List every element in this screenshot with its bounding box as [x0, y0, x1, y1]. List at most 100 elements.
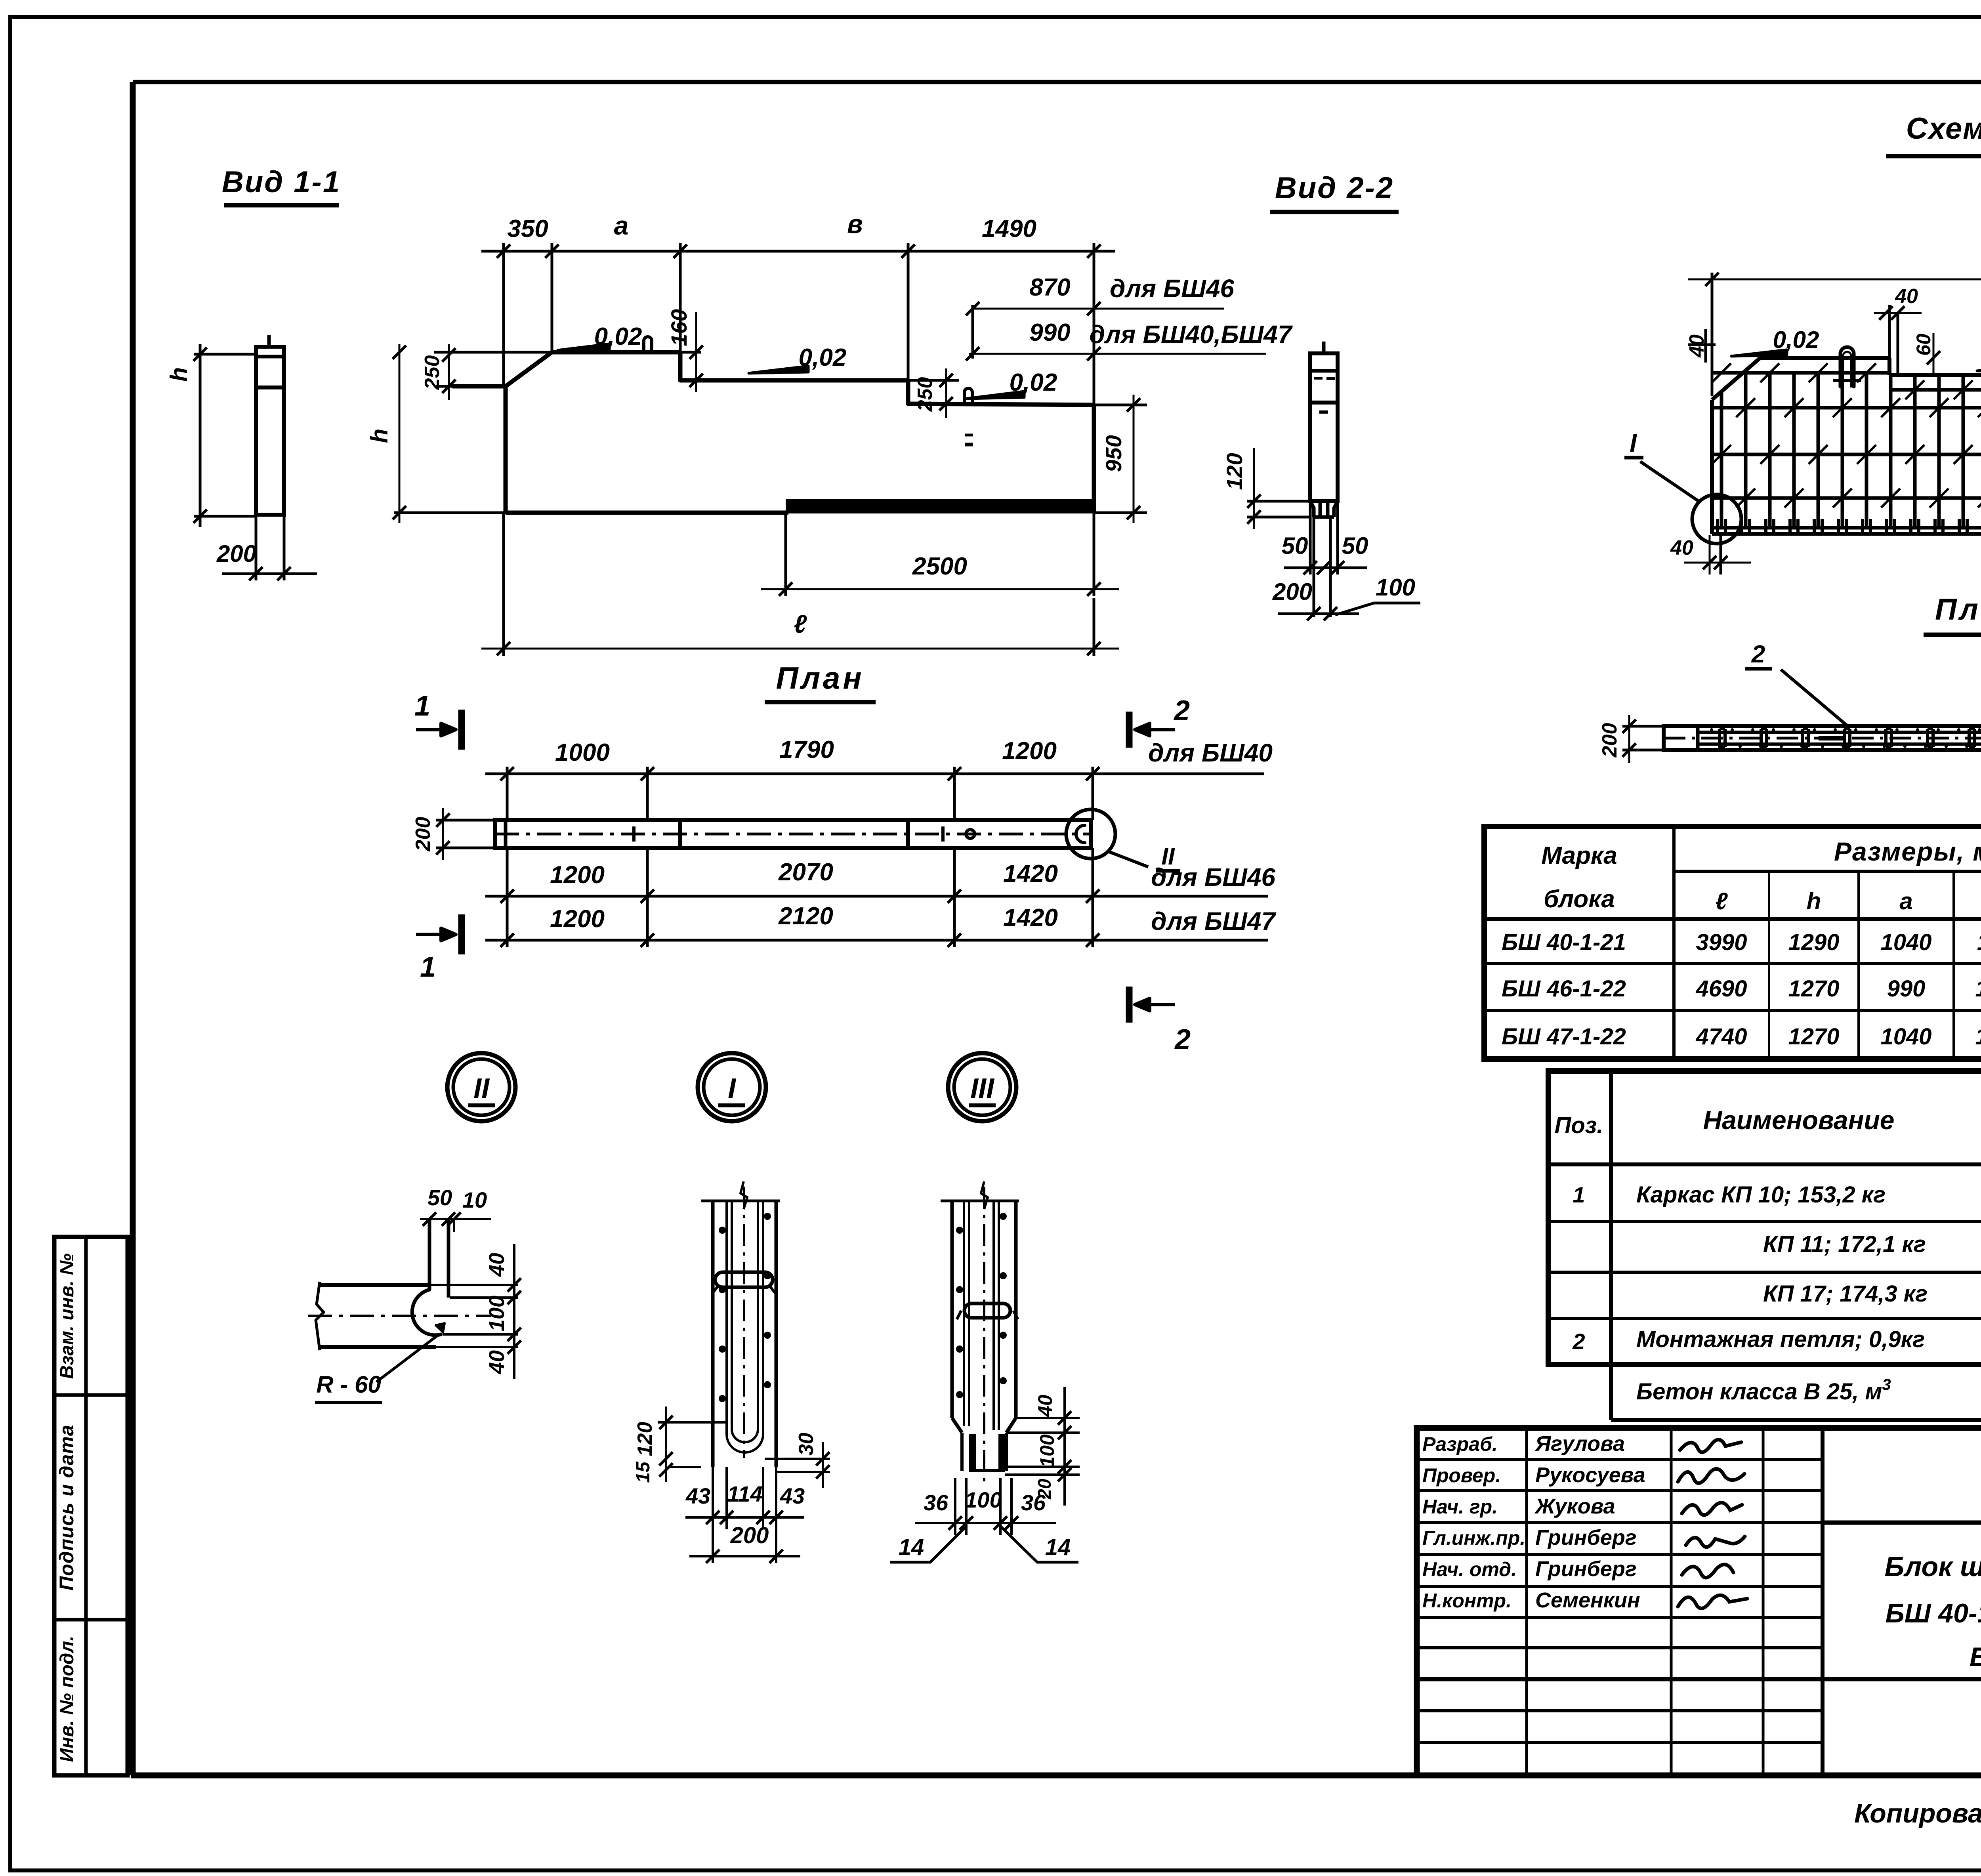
svg-text:120: 120 [634, 1422, 657, 1456]
svg-text:50: 50 [1342, 532, 1368, 559]
svg-text:Нач. отд.: Нач. отд. [1422, 1558, 1517, 1580]
svg-text:1200: 1200 [550, 905, 605, 933]
svg-text:Наименование: Наименование [1703, 1105, 1895, 1135]
svg-text:250: 250 [914, 377, 937, 412]
svg-text:Вид 2-2: Вид 2-2 [1275, 171, 1394, 205]
svg-text:БШ 46-1-22: БШ 46-1-22 [1502, 976, 1626, 1002]
svg-text:40: 40 [1895, 285, 1918, 308]
svg-text:для БШ40: для БШ40 [1148, 739, 1273, 767]
svg-text:1290: 1290 [1788, 929, 1839, 955]
svg-text:14: 14 [899, 1534, 924, 1560]
svg-text:План: План [1935, 593, 1981, 626]
svg-text:КП 17; 174,3 кг: КП 17; 174,3 кг [1763, 1281, 1928, 1307]
svg-text:Каркас КП 10; 153,2 кг: Каркас КП 10; 153,2 кг [1636, 1182, 1886, 1208]
svg-text:I: I [1630, 429, 1637, 457]
svg-text:1200: 1200 [550, 861, 605, 889]
svg-text:1270: 1270 [1788, 1024, 1839, 1050]
svg-text:Бетон класса В 25, м3: Бетон класса В 25, м3 [1636, 1376, 1891, 1405]
svg-text:1: 1 [420, 951, 436, 983]
svg-text:блока: блока [1544, 886, 1615, 913]
svg-text:1: 1 [1573, 1182, 1585, 1207]
svg-text:36: 36 [924, 1490, 949, 1515]
svg-text:Вид 1-1: Вид 1-1 [222, 165, 341, 199]
svg-text:3990: 3990 [1696, 929, 1747, 955]
svg-text:ℓ: ℓ [794, 610, 807, 638]
svg-text:для БШ46: для БШ46 [1151, 863, 1275, 891]
svg-text:для БШ40,БШ47: для БШ40,БШ47 [1090, 320, 1293, 349]
svg-text:R - 60: R - 60 [316, 1371, 381, 1398]
svg-text:114: 114 [727, 1481, 762, 1506]
svg-text:20: 20 [1034, 1479, 1055, 1500]
svg-text:БШ 40-1-21, БШ 46-1-22,: БШ 40-1-21, БШ 46-1-22, [1886, 1598, 1981, 1628]
svg-text:1420: 1420 [1003, 904, 1058, 931]
svg-text:БШ 47-1-22: БШ 47-1-22 [1970, 1642, 1981, 1672]
svg-text:950: 950 [1101, 435, 1126, 472]
svg-text:200: 200 [1272, 578, 1312, 605]
svg-text:для БШ46: для БШ46 [1110, 274, 1234, 303]
svg-text:Ягулова: Ягулова [1534, 1432, 1625, 1456]
svg-text:Монтажная петля; 0,9кг: Монтажная петля; 0,9кг [1636, 1326, 1925, 1352]
svg-text:30: 30 [795, 1433, 818, 1456]
svg-text:36: 36 [1021, 1490, 1046, 1515]
svg-text:h: h [366, 429, 393, 443]
svg-text:1000: 1000 [555, 739, 610, 766]
svg-text:2070: 2070 [778, 859, 833, 886]
svg-text:4740: 4740 [1695, 1024, 1747, 1050]
svg-text:40: 40 [485, 1253, 509, 1277]
svg-text:40: 40 [485, 1350, 509, 1374]
svg-text:КП 11; 172,1 кг: КП 11; 172,1 кг [1763, 1231, 1926, 1257]
svg-text:2: 2 [1572, 1329, 1585, 1354]
svg-text:1270: 1270 [1788, 976, 1839, 1002]
svg-text:Жукова: Жукова [1534, 1494, 1615, 1518]
svg-text:в: в [847, 209, 863, 239]
svg-text:III: III [970, 1073, 995, 1105]
svg-text:60: 60 [1912, 334, 1935, 356]
svg-text:50: 50 [427, 1185, 452, 1210]
svg-text:Семенкин: Семенкин [1535, 1588, 1640, 1612]
svg-text:200: 200 [730, 1523, 769, 1548]
svg-text:100: 100 [1376, 574, 1415, 601]
svg-text:h: h [1807, 888, 1821, 914]
svg-text:1040: 1040 [1880, 1024, 1931, 1050]
svg-text:40: 40 [1034, 1395, 1056, 1417]
svg-text:100: 100 [1036, 1434, 1058, 1468]
svg-text:Схема армирования: Схема армирования [1906, 112, 1981, 145]
svg-text:1860: 1860 [1975, 976, 1981, 1002]
svg-text:Н.контр.: Н.контр. [1422, 1590, 1512, 1612]
svg-text:1420: 1420 [1003, 860, 1058, 887]
svg-text:План: План [776, 660, 864, 695]
svg-text:a: a [614, 211, 629, 240]
svg-text:870: 870 [1029, 274, 1070, 301]
svg-text:100: 100 [965, 1487, 1002, 1512]
svg-text:2: 2 [1174, 1024, 1191, 1055]
svg-text:1040: 1040 [1880, 929, 1931, 955]
svg-text:0,02: 0,02 [1773, 326, 1819, 353]
svg-text:1200: 1200 [1002, 737, 1057, 765]
svg-text:1860: 1860 [1975, 1024, 1981, 1050]
svg-text:I: I [728, 1073, 737, 1105]
svg-text:Разраб.: Разраб. [1422, 1433, 1498, 1455]
svg-text:2120: 2120 [778, 903, 833, 930]
svg-text:1: 1 [414, 690, 430, 722]
svg-text:50: 50 [1282, 532, 1308, 559]
svg-text:БШ 47-1-22: БШ 47-1-22 [1502, 1024, 1626, 1050]
svg-text:для БШ47: для БШ47 [1151, 907, 1277, 935]
svg-text:Марка: Марка [1541, 842, 1617, 869]
svg-text:a: a [1899, 888, 1912, 914]
svg-text:14: 14 [1045, 1534, 1071, 1560]
svg-text:0,02: 0,02 [1010, 369, 1057, 396]
svg-text:250: 250 [421, 355, 444, 390]
svg-text:Нач. гр.: Нач. гр. [1422, 1496, 1498, 1518]
svg-text:120: 120 [1222, 453, 1247, 490]
svg-text:h: h [166, 367, 192, 382]
svg-text:200: 200 [216, 540, 256, 567]
svg-text:II: II [473, 1073, 490, 1105]
svg-text:43: 43 [780, 1483, 805, 1508]
svg-text:2500: 2500 [912, 553, 967, 580]
svg-text:Гл.инж.пр.: Гл.инж.пр. [1422, 1527, 1525, 1549]
svg-text:4690: 4690 [1695, 976, 1747, 1002]
svg-text:1490: 1490 [982, 215, 1036, 242]
svg-text:Провер.: Провер. [1422, 1464, 1501, 1487]
svg-text:Гринберг: Гринберг [1535, 1526, 1637, 1550]
svg-text:43: 43 [685, 1483, 710, 1508]
